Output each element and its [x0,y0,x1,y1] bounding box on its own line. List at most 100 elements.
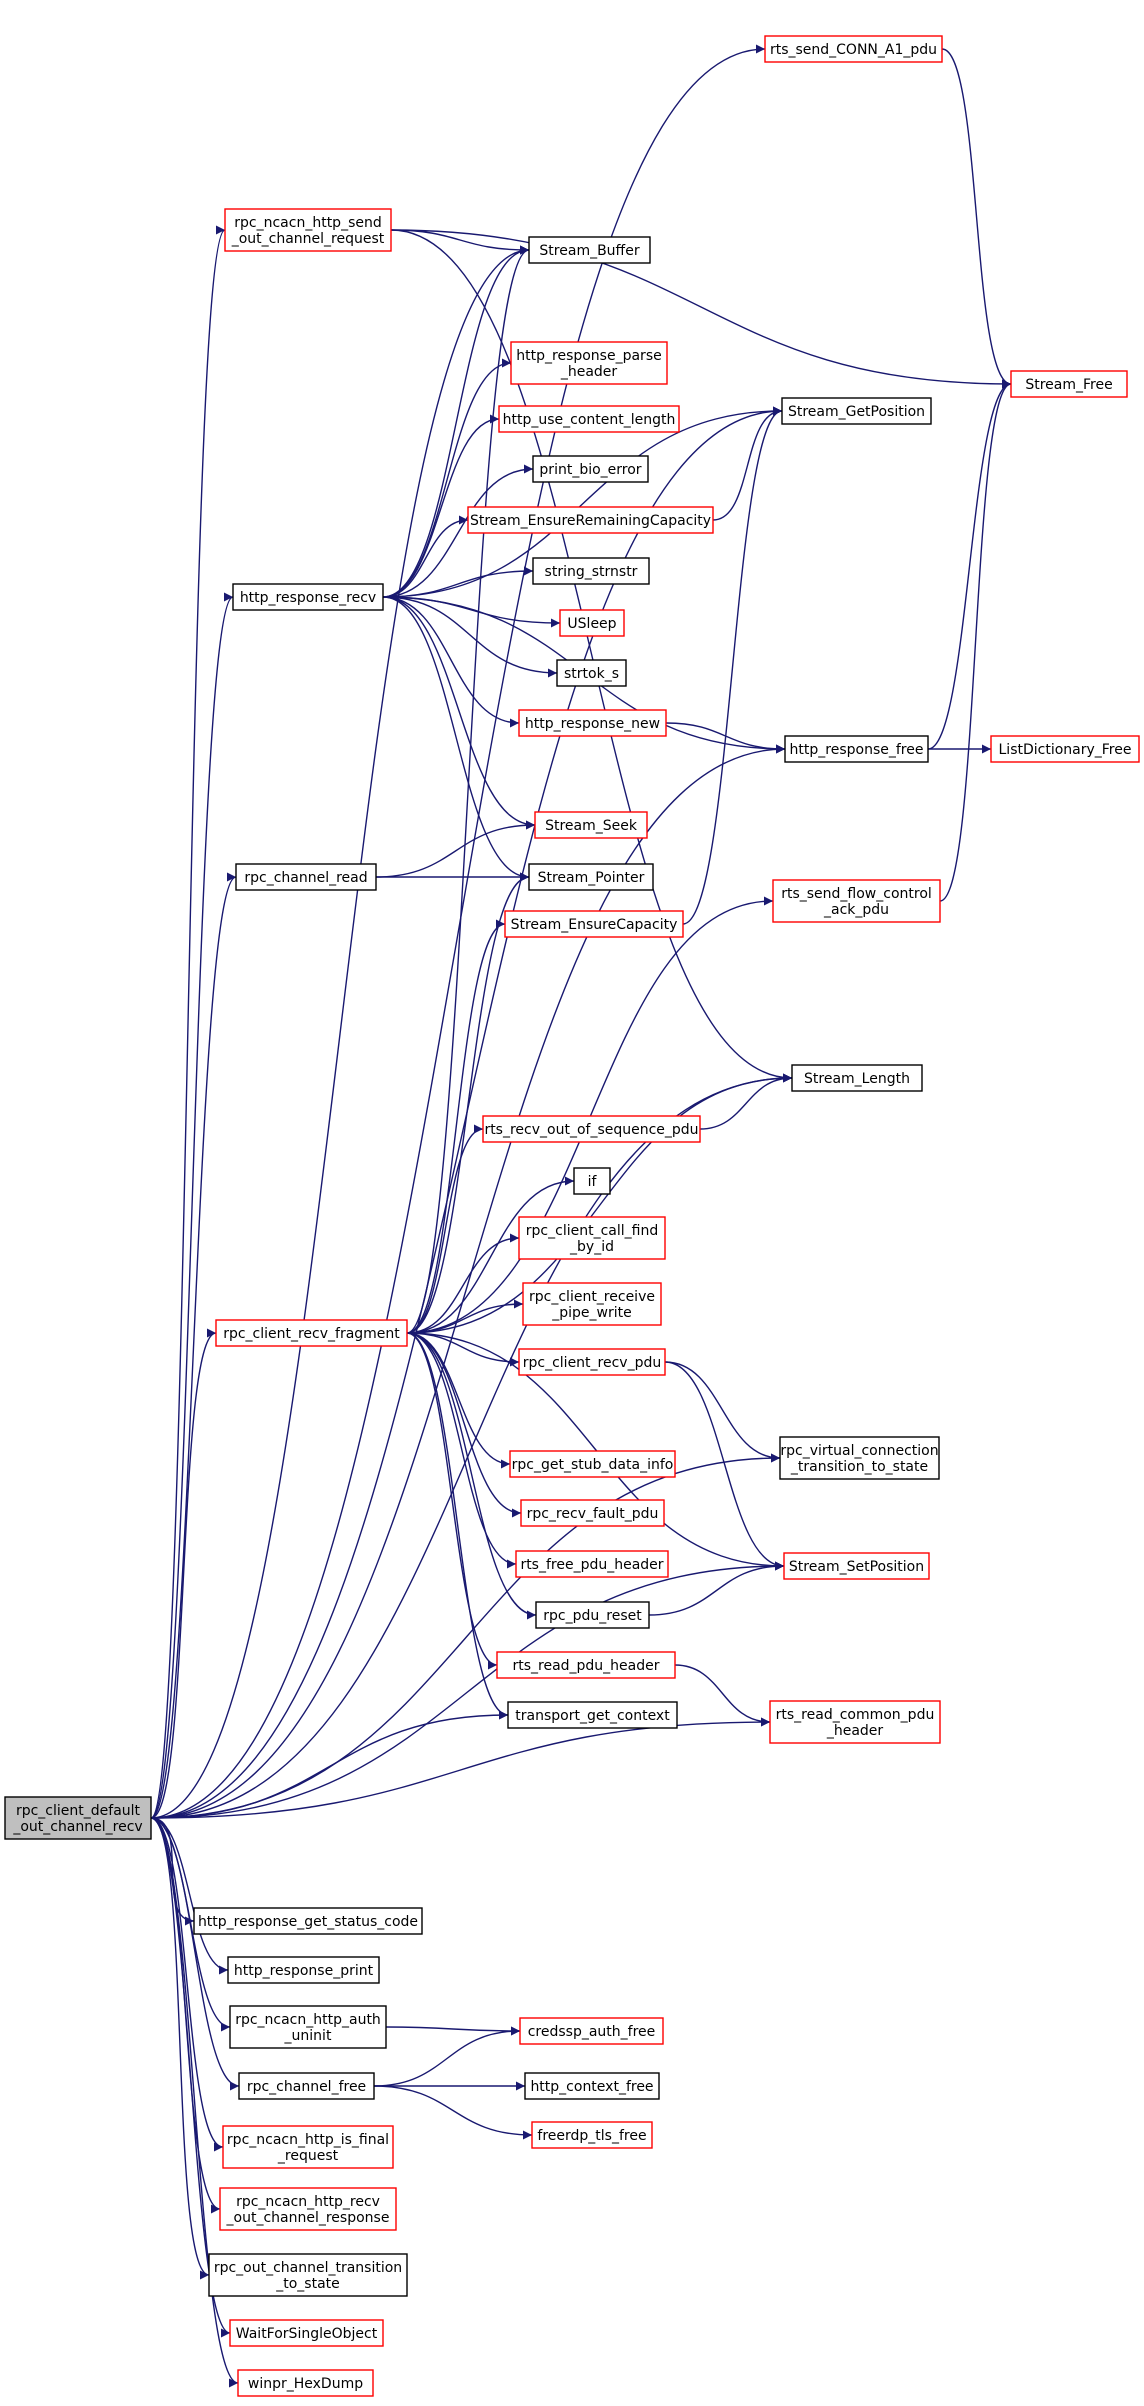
node-http_use_content_length[interactable]: http_use_content_length [498,405,680,433]
node-rpc_ncacn_http_send_out_channel_request[interactable]: rpc_ncacn_http_send_out_channel_request [224,208,392,252]
node-stream_ensurecapacity[interactable]: Stream_EnsureCapacity [504,910,684,938]
node-box-stream_ensurecapacity [504,910,684,938]
node-print_bio_error[interactable]: print_bio_error [532,455,649,483]
edge-root-to-http_response_free [150,744,786,1819]
node-rpc_out_channel_transition_to_state[interactable]: rpc_out_channel_transition_to_state [208,2253,408,2297]
node-box-root [4,1796,152,1840]
node-label-print_bio_error-line-0: print_bio_error [539,462,641,478]
node-http_response_free[interactable]: http_response_free [784,735,929,763]
node-box-if [573,1167,611,1195]
edge-rpc_client_recv_fragment-to-if [406,1176,575,1334]
node-stream_ensureremainingcapacity[interactable]: Stream_EnsureRemainingCapacity [467,506,714,534]
node-label-rpc_ncacn_http_send_out_channel_request-line-0: rpc_ncacn_http_send [234,215,381,231]
edge-rpc_client_recv_fragment-to-transport_get_context [406,1332,509,1720]
edge-http_response_recv-to-print_bio_error [382,464,534,598]
node-strtok_s[interactable]: strtok_s [556,659,627,687]
node-stream_pointer[interactable]: Stream_Pointer [528,863,654,891]
edge-rpc_client_recv_fragment-to-stream_length [406,1073,793,1334]
node-http_response_get_status_code[interactable]: http_response_get_status_code [193,1907,423,1935]
node-label-stream_free-line-0: Stream_Free [1025,377,1112,393]
node-label-stream_seek-line-0: Stream_Seek [545,818,638,834]
node-stream_free[interactable]: Stream_Free [1010,370,1128,398]
node-label-rpc_client_receive_pipe_write-line-1: _pipe_write [551,1305,631,1321]
node-rts_read_common_pdu_header[interactable]: rts_read_common_pdu_header [769,1700,941,1744]
node-stream_buffer[interactable]: Stream_Buffer [528,236,651,264]
node-label-rts_read_common_pdu_header-line-0: rts_read_common_pdu [776,1707,935,1723]
node-rpc_client_receive_pipe_write[interactable]: rpc_client_receive_pipe_write [522,1282,662,1326]
node-box-http_response_get_status_code [193,1907,423,1935]
node-http_context_free[interactable]: http_context_free [524,2072,660,2100]
edge-rpc_client_recv_pdu-to-stream_setposition [664,1361,785,1571]
edge-root-to-rpc_client_recv_fragment [150,1328,217,1819]
node-rpc_pdu_reset[interactable]: rpc_pdu_reset [535,1601,650,1629]
node-rpc_channel_free[interactable]: rpc_channel_free [238,2072,375,2100]
node-root: rpc_client_default_out_channel_recv [4,1796,152,1840]
node-rpc_ncacn_http_recv_out_channel_response[interactable]: rpc_ncacn_http_recv_out_channel_response [219,2187,397,2231]
node-box-rpc_pdu_reset [535,1601,650,1629]
node-label-rpc_client_recv_fragment-line-0: rpc_client_recv_fragment [223,1326,400,1342]
node-rpc_ncacn_http_auth_uninit[interactable]: rpc_ncacn_http_auth_uninit [229,2005,387,2049]
node-rts_recv_out_of_sequence_pdu[interactable]: rts_recv_out_of_sequence_pdu [482,1115,701,1143]
edge-rpc_client_recv_fragment-to-rpc_pdu_reset [406,1332,537,1620]
node-label-rpc_virtual_connection_transition_to_state-line-1: _transition_to_state [790,1459,928,1475]
edge-http_response_recv-to-stream_ensureremainingcapacity [382,515,469,598]
node-listdictionary_free[interactable]: ListDictionary_Free [990,735,1140,763]
edge-rpc_client_recv_fragment-to-rpc_recv_fault_pdu [406,1332,522,1518]
node-box-rpc_ncacn_http_send_out_channel_request [224,208,392,252]
node-label-root-line-1: _out_channel_recv [12,1819,142,1835]
node-stream_seek[interactable]: Stream_Seek [534,811,648,839]
node-label-rts_read_common_pdu_header-line-1: _header [826,1723,884,1739]
node-stream_setposition[interactable]: Stream_SetPosition [783,1552,930,1580]
node-box-stream_length [791,1064,923,1092]
node-rpc_client_recv_pdu[interactable]: rpc_client_recv_pdu [518,1348,666,1376]
node-waitforsingleobject[interactable]: WaitForSingleObject [229,2319,384,2347]
node-transport_get_context[interactable]: transport_get_context [507,1701,678,1729]
node-rpc_client_call_find_by_id[interactable]: rpc_client_call_find_by_id [518,1216,666,1260]
edge-root-to-rts_send_conn_a1_pdu [150,44,766,1819]
node-rpc_get_stub_data_info[interactable]: rpc_get_stub_data_info [509,1450,676,1478]
node-credssp_auth_free[interactable]: credssp_auth_free [519,2017,664,2045]
edge-rpc_client_recv_fragment-to-rpc_client_receive_pipe_write [406,1299,524,1334]
node-if[interactable]: if [573,1167,611,1195]
node-box-transport_get_context [507,1701,678,1729]
node-label-stream_ensurecapacity-line-0: Stream_EnsureCapacity [511,917,678,933]
node-freerdp_tls_free[interactable]: freerdp_tls_free [531,2121,653,2149]
node-rpc_client_recv_fragment[interactable]: rpc_client_recv_fragment [215,1319,408,1347]
node-label-http_use_content_length-line-0: http_use_content_length [503,412,676,428]
edge-root-to-stream_buffer [150,245,530,1819]
node-label-listdictionary_free-line-0: ListDictionary_Free [999,742,1132,758]
node-http_response_recv[interactable]: http_response_recv [232,583,384,611]
node-http_response_print[interactable]: http_response_print [227,1956,380,1984]
node-rpc_recv_fault_pdu[interactable]: rpc_recv_fault_pdu [520,1499,665,1527]
node-label-usleep-line-0: USleep [567,616,616,632]
node-winpr_hexdump[interactable]: winpr_HexDump [237,2369,374,2397]
node-rts_send_flow_control_ack_pdu[interactable]: rts_send_flow_control_ack_pdu [772,879,941,923]
node-rpc_virtual_connection_transition_to_state[interactable]: rpc_virtual_connection_transition_to_sta… [779,1436,940,1480]
node-stream_getposition[interactable]: Stream_GetPosition [781,397,932,425]
node-label-stream_length-line-0: Stream_Length [804,1071,910,1087]
node-usleep[interactable]: USleep [559,609,625,637]
node-box-rpc_client_recv_pdu [518,1348,666,1376]
node-box-http_response_print [227,1956,380,1984]
node-rpc_channel_read[interactable]: rpc_channel_read [235,863,377,891]
node-box-rpc_ncacn_http_auth_uninit [229,2005,387,2049]
node-rts_free_pdu_header[interactable]: rts_free_pdu_header [515,1550,669,1578]
node-box-rts_read_pdu_header [496,1651,676,1679]
edge-rts_read_pdu_header-to-rts_read_common_pdu_header [674,1664,771,1727]
node-label-rts_free_pdu_header-line-0: rts_free_pdu_header [520,1557,663,1573]
node-rts_send_conn_a1_pdu[interactable]: rts_send_CONN_A1_pdu [764,35,943,63]
node-box-listdictionary_free [990,735,1140,763]
node-rpc_ncacn_http_is_final_request[interactable]: rpc_ncacn_http_is_final_request [222,2125,394,2169]
node-label-rpc_client_call_find_by_id-line-0: rpc_client_call_find [526,1223,658,1239]
node-box-stream_buffer [528,236,651,264]
node-http_response_parse_header[interactable]: http_response_parse_header [510,341,668,385]
node-rts_read_pdu_header[interactable]: rts_read_pdu_header [496,1651,676,1679]
node-string_strnstr[interactable]: string_strnstr [532,557,650,585]
node-label-http_response_parse_header-line-0: http_response_parse [516,348,661,364]
edge-rpc_client_recv_fragment-to-rts_recv_out_of_sequence_pdu [406,1124,484,1334]
edge-root-to-rpc_ncacn_http_send_out_channel_request [150,225,226,1819]
node-stream_length[interactable]: Stream_Length [791,1064,923,1092]
edge-root-to-rpc_channel_read [150,872,237,1819]
edge-http_response_recv-to-string_strnstr [382,566,534,598]
node-http_response_new[interactable]: http_response_new [518,709,667,737]
